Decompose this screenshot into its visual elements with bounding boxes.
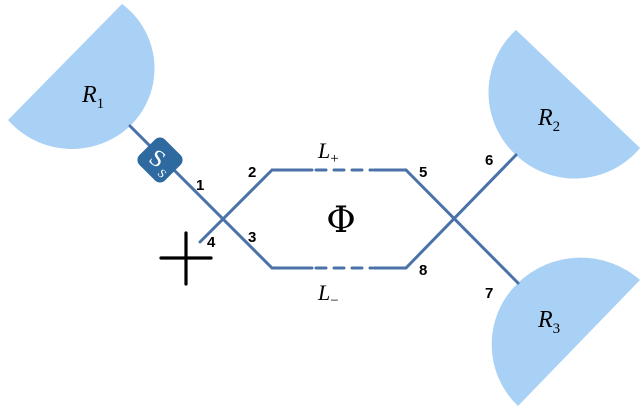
reservoir-r3: R3 — [491, 257, 640, 406]
phase-label: Φ — [326, 200, 356, 241]
port-label-5: 5 — [419, 164, 427, 181]
reservoir-r3-shape — [491, 257, 640, 406]
source-box-shape — [137, 137, 183, 183]
reservoir-r1: R1 — [8, 4, 155, 149]
reservoir-r2: R2 — [488, 30, 640, 179]
arm-label-upper: L+ — [317, 138, 339, 167]
source-box: S S — [137, 137, 183, 183]
reservoir-r1-label: R1 — [81, 82, 104, 112]
terminated-port-cross-icon — [159, 231, 213, 286]
port-label-8: 8 — [419, 262, 427, 279]
reservoir-r2-shape — [488, 30, 640, 179]
arm-dashes — [314, 168, 374, 270]
waveguide-port5-to-r3 — [404, 168, 520, 285]
port-label-4: 4 — [207, 234, 216, 251]
reservoir-r2-label: R2 — [537, 105, 560, 135]
port-label-3: 3 — [248, 229, 256, 246]
reservoir-r1-shape — [8, 4, 155, 149]
reservoir-r3-label: R3 — [537, 307, 560, 337]
arm-label-lower: L− — [317, 280, 339, 309]
port-label-7: 7 — [485, 285, 493, 302]
waveguide-port4-to-port2 — [198, 168, 274, 244]
port-label-1: 1 — [196, 177, 204, 194]
port-label-6: 6 — [485, 152, 493, 169]
waveguide-port8-to-r2 — [404, 153, 518, 270]
port-label-2: 2 — [248, 164, 256, 181]
